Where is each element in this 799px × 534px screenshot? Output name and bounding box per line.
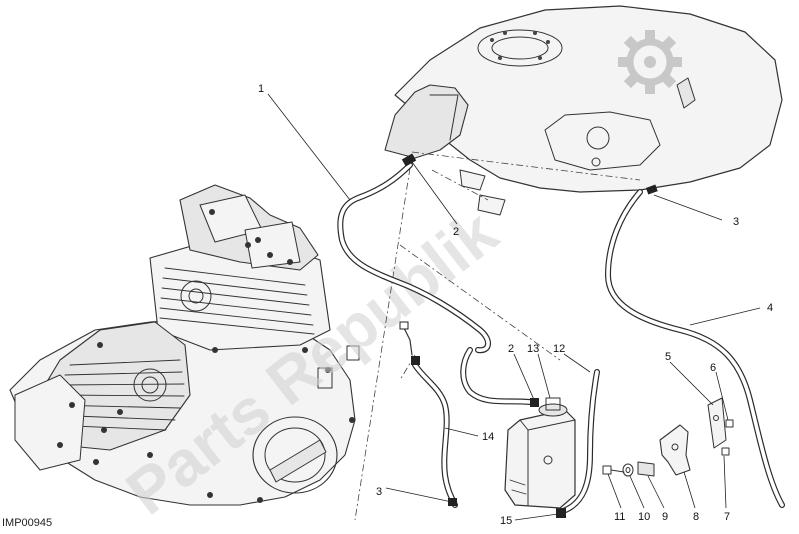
callout-5: 5	[665, 351, 671, 363]
callout-3: 3	[376, 486, 382, 498]
callout-1: 1	[258, 83, 264, 95]
callout-8: 8	[693, 511, 699, 523]
callout-6: 6	[710, 362, 716, 374]
callout-13: 13	[527, 343, 539, 355]
gear-icon	[618, 30, 682, 94]
canister-outlet-hose	[556, 369, 600, 518]
spacer	[637, 461, 655, 477]
callout-2: 2	[508, 343, 514, 355]
screw	[602, 465, 625, 475]
overflow-hose	[605, 184, 785, 508]
canister-link-hose	[460, 347, 539, 407]
drain-hose	[399, 321, 458, 508]
callout-15: 15	[500, 515, 512, 527]
callout-2: 2	[453, 226, 459, 238]
canister	[504, 397, 576, 509]
callout-labels: 1 2 2 3 3 4 5 6 7 8 9 10 11 12 13 14 15	[258, 83, 773, 527]
callout-3: 3	[733, 216, 739, 228]
callout-12: 12	[553, 343, 565, 355]
callout-7: 7	[724, 511, 730, 523]
engine	[9, 184, 360, 506]
fuel-tank	[384, 5, 783, 216]
washer	[622, 463, 634, 477]
canister-bracket	[659, 397, 727, 476]
drawing-code: IMP00945	[2, 517, 53, 529]
callout-11: 11	[614, 511, 625, 523]
hardware	[602, 419, 734, 477]
callout-4: 4	[767, 302, 773, 314]
callout-14: 14	[482, 431, 494, 443]
vent-hose	[337, 153, 491, 354]
callout-10: 10	[638, 511, 650, 523]
leader-lines	[267, 93, 761, 521]
callout-9: 9	[662, 511, 668, 523]
